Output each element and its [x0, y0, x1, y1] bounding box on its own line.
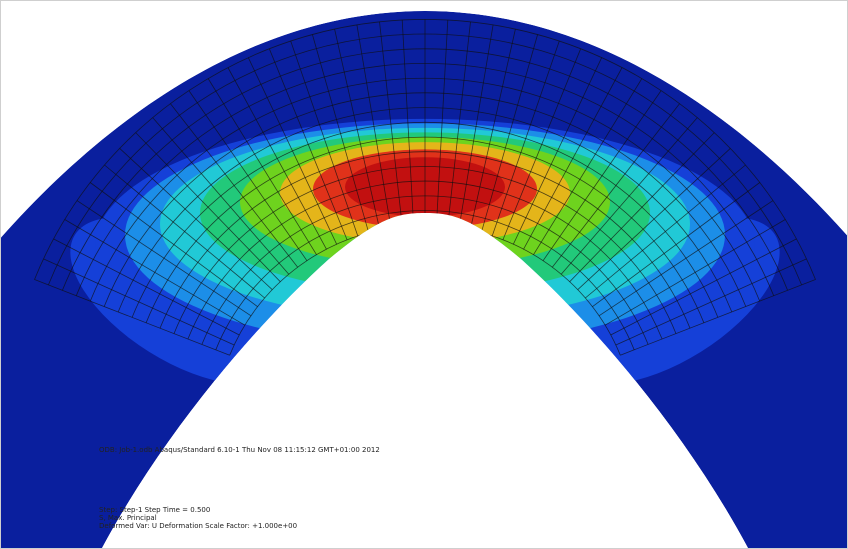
mesh-radial	[533, 78, 643, 256]
mesh-radial	[577, 148, 731, 290]
mesh-radial	[569, 132, 715, 283]
mesh-radial	[119, 148, 273, 290]
mesh-radial	[458, 24, 494, 228]
mesh-radial	[502, 48, 582, 241]
mesh-radial	[491, 40, 560, 237]
mesh-radial	[620, 279, 816, 356]
mesh-radial	[170, 103, 299, 268]
mesh-radial	[135, 132, 281, 283]
mesh-radial	[585, 164, 746, 299]
mesh-radial	[312, 34, 370, 233]
mesh-radial	[207, 78, 317, 256]
mesh-radial	[542, 90, 662, 262]
mesh-radial	[89, 182, 258, 308]
mesh-radial	[560, 117, 698, 275]
pipe-body	[1, 11, 847, 548]
mesh-radial	[53, 238, 240, 336]
mesh-radial	[615, 258, 807, 346]
viewport-info-deformation: Deformed Var: U Deformation Scale Factor…	[99, 522, 298, 530]
mesh-radial	[104, 164, 265, 299]
mesh-radial	[152, 117, 290, 275]
mesh-radial	[523, 67, 623, 250]
mesh-radial	[34, 279, 230, 356]
mesh-radial	[436, 19, 449, 226]
viewport-info-variable: S, Max. Principal	[99, 514, 157, 522]
mesh-radial	[401, 19, 414, 226]
mesh-radial	[447, 21, 471, 227]
mesh-radial	[247, 57, 338, 245]
mesh-radial	[356, 24, 392, 228]
mesh-radial	[188, 90, 308, 262]
mesh-radial	[480, 34, 538, 233]
viewport-info-header: ODB: Job-1.odb Abaqus/Standard 6.10-1 Th…	[99, 446, 380, 454]
mesh-radial	[469, 29, 516, 231]
mesh-radial	[604, 219, 786, 326]
mesh-radial	[334, 29, 381, 231]
mesh-radial	[592, 182, 761, 308]
mesh-radial	[610, 238, 797, 336]
mesh-radial	[551, 103, 680, 268]
viewport-info-step: Step: Step-1 Step Time = 0.500	[99, 506, 211, 514]
mesh-radial	[512, 57, 603, 245]
mesh-radial	[227, 67, 327, 250]
mesh-radial	[290, 40, 359, 237]
mesh-radial	[268, 48, 348, 241]
mesh-radial	[598, 200, 774, 317]
inner-opening	[102, 213, 748, 548]
mesh-radial	[64, 219, 246, 326]
mesh-radial	[76, 200, 252, 317]
mesh-radial	[379, 21, 403, 227]
mesh-radial	[43, 258, 235, 346]
